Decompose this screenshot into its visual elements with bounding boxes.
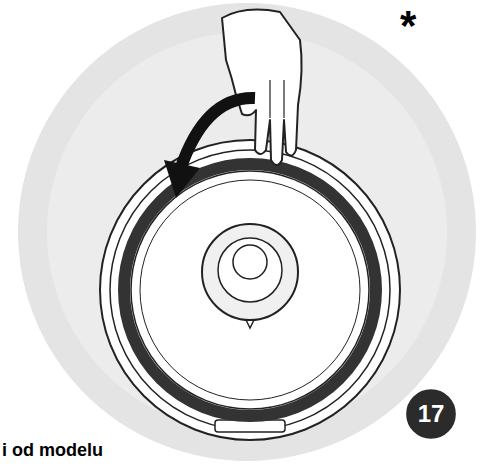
footnote-text: i od modelu <box>2 440 103 461</box>
callout-circle: 17 <box>404 387 458 441</box>
callout-number: 17 <box>418 400 445 428</box>
asterisk-mark: * <box>400 2 416 50</box>
